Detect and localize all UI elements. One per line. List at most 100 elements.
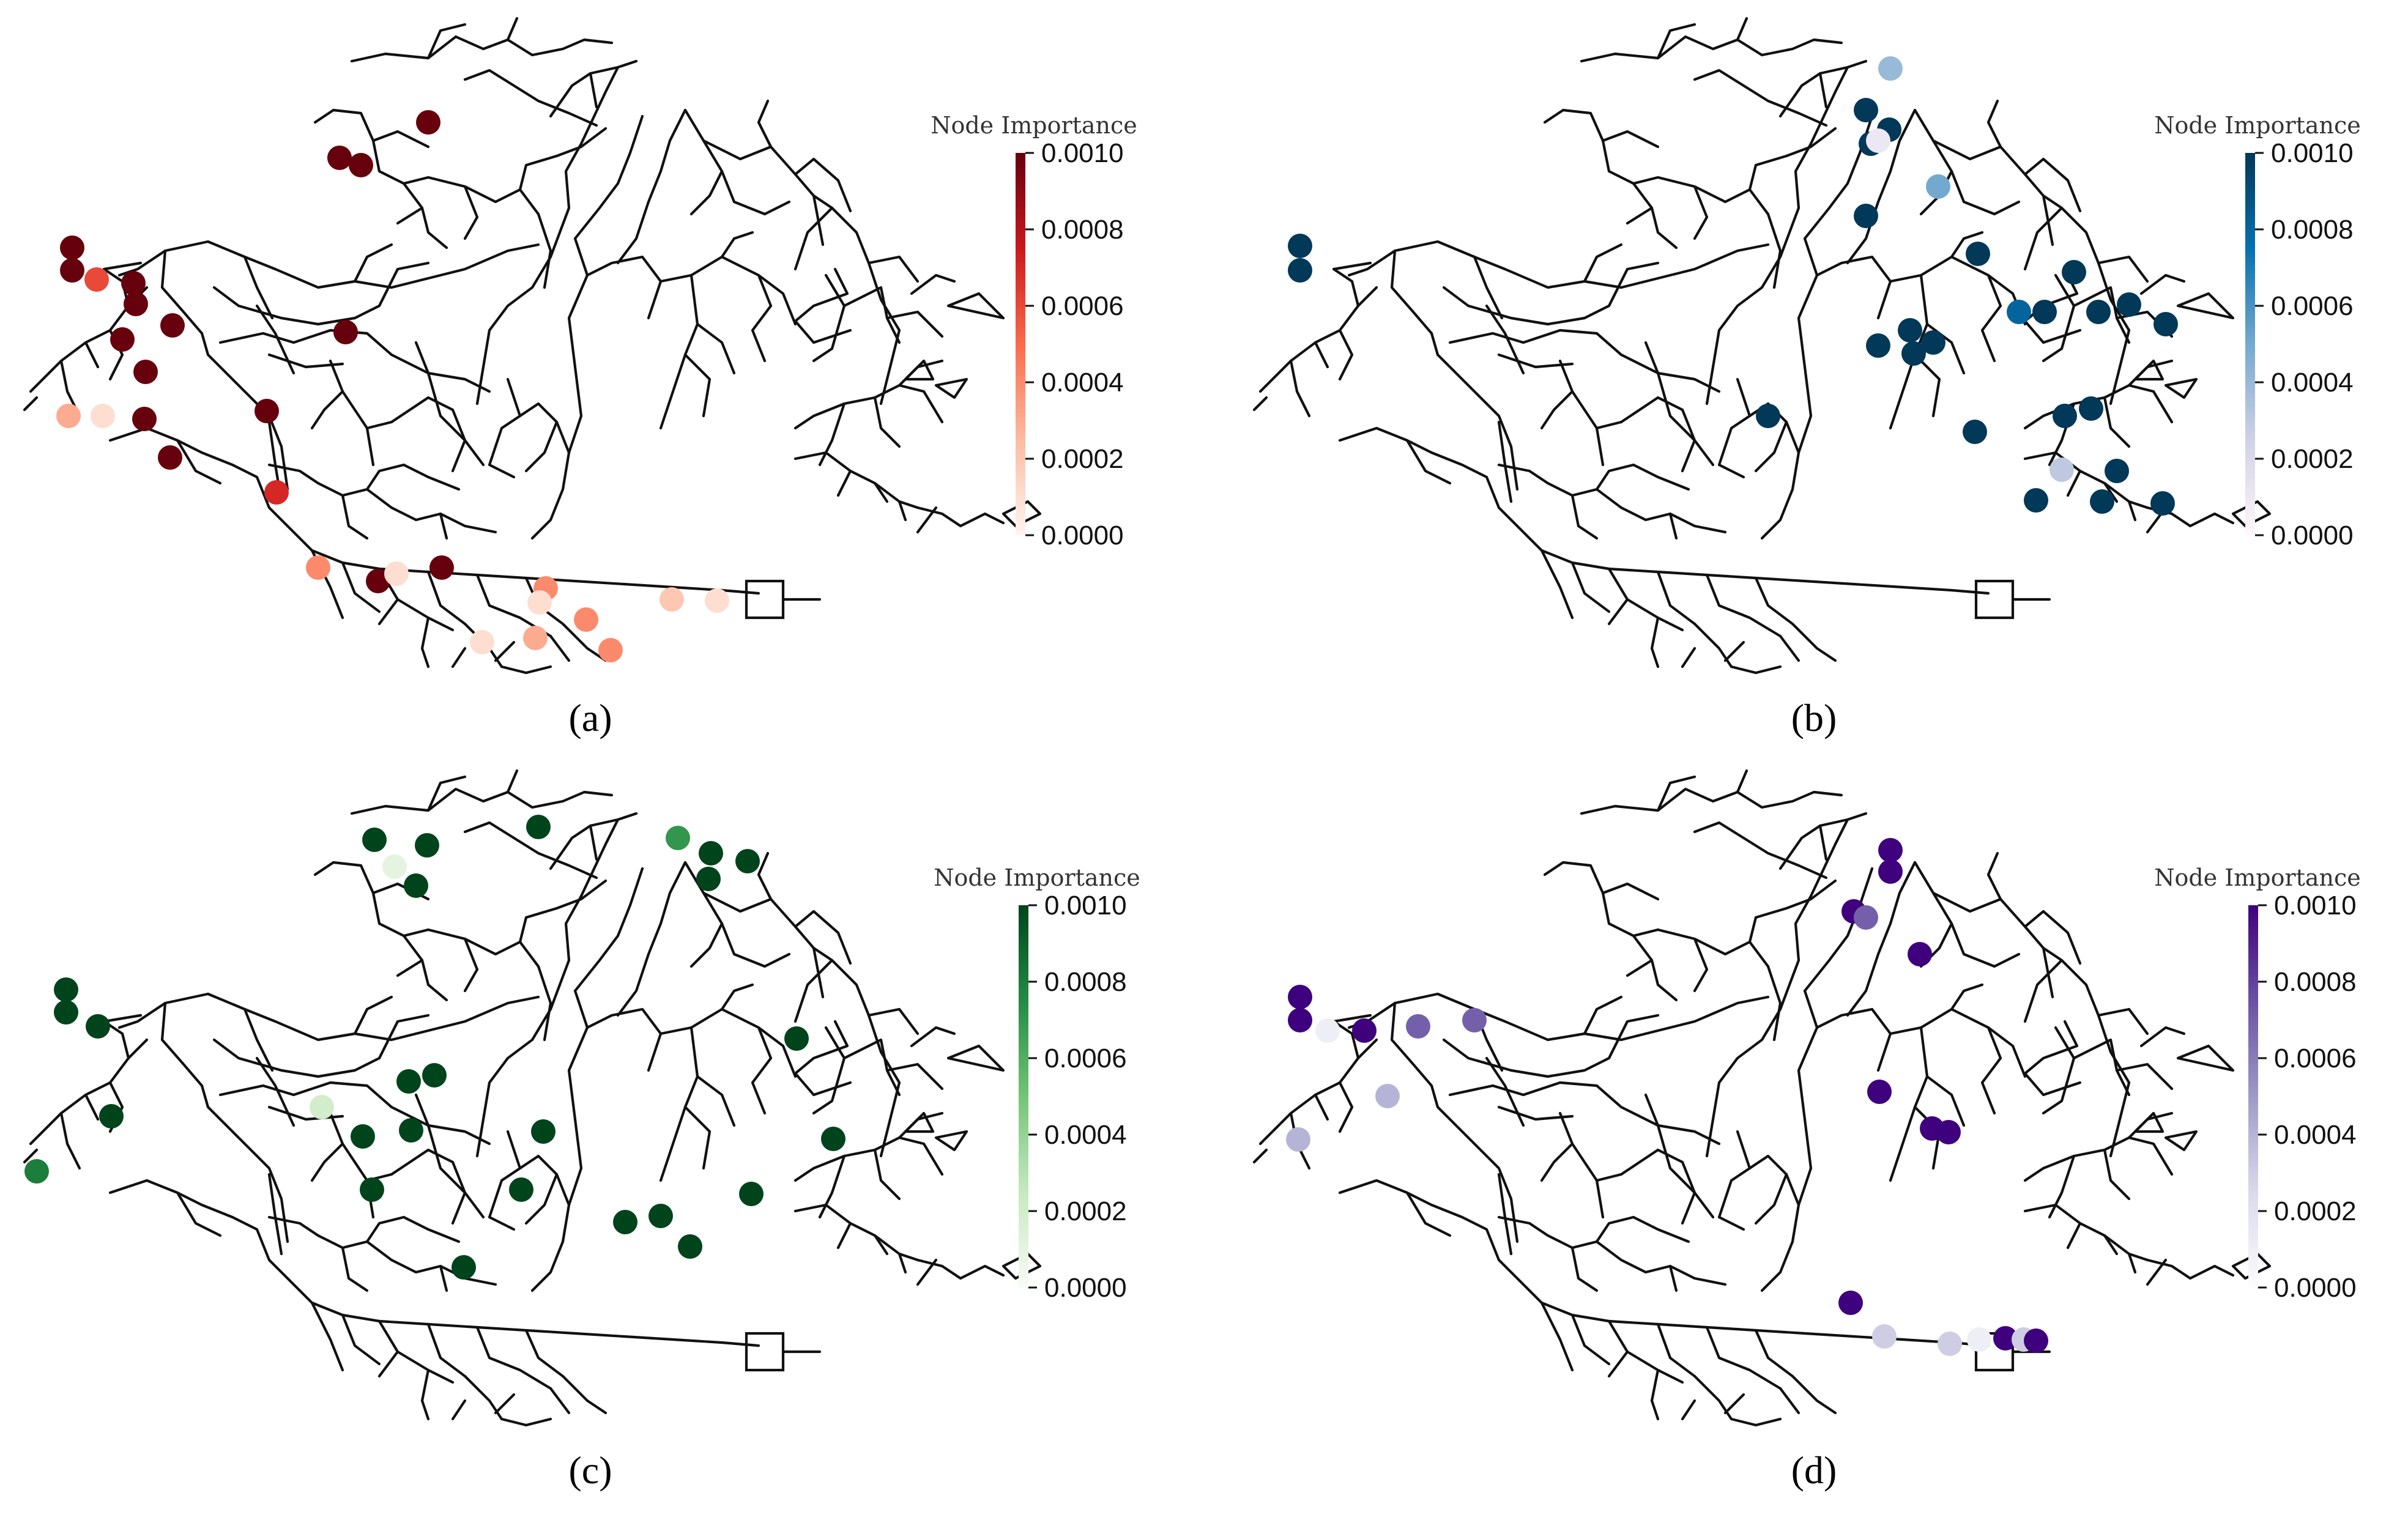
graph-node	[523, 626, 548, 650]
graph-node	[2090, 489, 2114, 514]
graph-node	[158, 445, 182, 470]
colorbar-tick-label: 0.0002	[1041, 444, 1124, 474]
graph-node	[598, 638, 623, 662]
graph-node	[696, 867, 721, 891]
graph-node	[2024, 1328, 2048, 1353]
graph-node	[678, 1234, 702, 1259]
graph-node	[327, 146, 352, 170]
colorbar-tick-label: 0.0004	[2271, 368, 2354, 398]
graph-node	[2062, 260, 2086, 284]
graph-node	[382, 854, 407, 879]
graph-node	[1352, 1018, 1377, 1043]
graph-node	[121, 271, 146, 295]
graph-node	[1854, 905, 1878, 930]
graph-node	[1967, 1327, 1991, 1352]
panel-caption: (a)	[568, 696, 612, 739]
graph-node	[264, 480, 289, 505]
graph-node	[56, 404, 81, 428]
graph-node	[509, 1177, 533, 1202]
graph-node	[415, 833, 439, 858]
colorbar-tick-label: 0.0002	[2271, 444, 2354, 474]
colorbar-tick-label: 0.0000	[1041, 521, 1124, 550]
graph-node	[1866, 333, 1890, 358]
graph-node	[54, 1000, 78, 1025]
graph-node	[452, 1255, 476, 1280]
graph-node	[1878, 859, 1903, 884]
colorbar-tick-label: 0.0004	[1044, 1120, 1127, 1150]
graph-node	[1288, 1008, 1312, 1032]
graph-node	[2153, 312, 2178, 336]
graph-node	[1406, 1014, 1430, 1039]
graph-node	[396, 1069, 421, 1094]
colorbar-tick-label: 0.0000	[1044, 1273, 1127, 1303]
graph-node	[2079, 396, 2103, 421]
graph-node	[699, 841, 723, 865]
graph-node	[404, 873, 428, 898]
graph-node	[60, 235, 84, 260]
graph-node	[132, 407, 157, 431]
graph-node	[91, 404, 115, 428]
graph-node	[2086, 300, 2111, 324]
network-graph	[1254, 18, 2270, 673]
graph-node	[1901, 341, 1926, 366]
graph-node	[351, 1124, 375, 1149]
graph-node	[735, 849, 760, 873]
graph-node	[739, 1182, 764, 1206]
graph-node	[2032, 300, 2057, 324]
graph-node	[1854, 204, 1878, 228]
graph-node	[1288, 985, 1312, 1009]
graph-node	[1926, 174, 1950, 199]
colorbar-tick-label: 0.0000	[2274, 1273, 2357, 1303]
graph-node	[416, 110, 440, 135]
colorbar-tick-label: 0.0008	[2271, 215, 2354, 245]
colorbar-tick-label: 0.0010	[2271, 138, 2354, 168]
graph-node	[613, 1210, 637, 1234]
graph-node	[1908, 942, 1932, 966]
graph-node	[1756, 404, 1780, 428]
colorbar-tick-label: 0.0006	[1041, 291, 1124, 321]
graph-node	[349, 153, 373, 177]
colorbar-tick-label: 0.0008	[2274, 967, 2357, 997]
colorbar-title: Node Importance	[931, 112, 1137, 139]
colorbar-tick-label: 0.0010	[1041, 138, 1124, 168]
graph-node	[24, 1159, 49, 1184]
graph-node	[362, 828, 387, 852]
network-graph	[24, 771, 1040, 1425]
colorbar	[1019, 905, 1028, 1288]
colorbar-tick-label: 0.0010	[1044, 891, 1127, 921]
graph-node	[1286, 1127, 1310, 1152]
graph-node	[2117, 292, 2141, 317]
network-graph	[1254, 771, 2270, 1425]
graph-node	[310, 1095, 334, 1119]
colorbar	[2248, 905, 2258, 1288]
graph-node	[384, 561, 409, 586]
graph-node	[784, 1026, 809, 1051]
graph-node	[2007, 300, 2031, 324]
graph-node	[2150, 491, 2175, 516]
graph-node	[574, 607, 598, 632]
graph-node	[1288, 258, 1312, 283]
graph-node	[2049, 458, 2074, 482]
graph-node	[1993, 1326, 2018, 1351]
panel-caption: (c)	[568, 1448, 612, 1492]
graph-node	[821, 1127, 845, 1151]
graph-node	[648, 1204, 673, 1228]
colorbar-tick-label: 0.0008	[1044, 967, 1127, 997]
graph-node	[54, 977, 78, 1002]
colorbar-tick-label: 0.0004	[2274, 1120, 2357, 1150]
graph-node	[1878, 56, 1903, 81]
graph-node	[1921, 330, 1945, 355]
panel-a: Node Importance0.00100.00080.00060.00040…	[24, 18, 1137, 739]
graph-node	[526, 815, 551, 839]
graph-node	[60, 258, 84, 283]
graph-node	[531, 1119, 556, 1144]
colorbar	[1016, 153, 1025, 535]
colorbar-title: Node Importance	[934, 864, 1140, 891]
graph-node	[1898, 318, 1922, 343]
graph-node	[2053, 404, 2077, 428]
colorbar-title: Node Importance	[2154, 112, 2361, 139]
colorbar-tick-label: 0.0006	[1044, 1043, 1127, 1073]
graph-node	[1872, 1324, 1897, 1349]
